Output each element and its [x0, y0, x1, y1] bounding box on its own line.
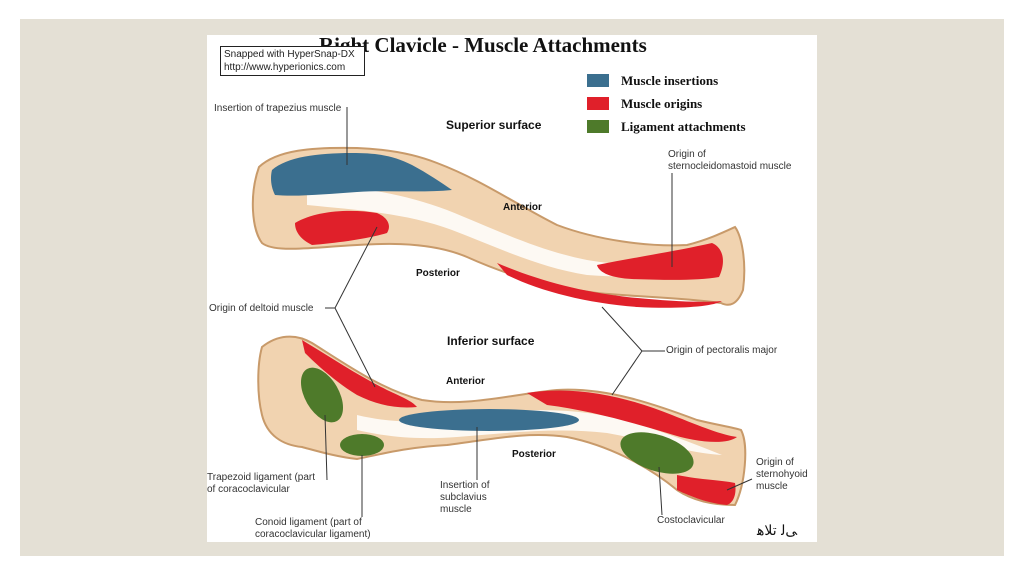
- inferior-sternohyoid-origin: [677, 475, 736, 505]
- legend-swatch-ligaments: [587, 120, 609, 133]
- legend-item-ligaments: Ligament attachments: [587, 115, 746, 138]
- legend-swatch-insertions: [587, 74, 609, 87]
- label-pectoralis-origin: Origin of pectoralis major: [666, 345, 778, 356]
- label-sternohyoid-line-1: Origin of: [756, 457, 794, 468]
- label-trapezoid-ligament: Trapezoid ligament (part of coracoclavic…: [207, 472, 315, 496]
- trapezoid-ligament: [300, 367, 344, 423]
- superior-anterior-label: Anterior: [503, 202, 542, 213]
- inferior-anterior-label: Anterior: [446, 376, 485, 387]
- label-subclavius-line-2: subclavius: [440, 492, 487, 503]
- legend-swatch-origins: [587, 97, 609, 110]
- superior-posterior-label: Posterior: [416, 268, 460, 279]
- inferior-posterior-label: Posterior: [512, 449, 556, 460]
- label-sternohyoid-line-2: sternohyoid: [756, 469, 808, 480]
- legend-item-origins: Muscle origins: [587, 92, 746, 115]
- diagram-title: Right Clavicle - Muscle Attachments: [319, 35, 647, 57]
- legend-label-ligaments: Ligament attachments: [621, 118, 746, 134]
- superior-pectoralis-origin: [497, 263, 722, 308]
- legend: Muscle insertions Muscle origins Ligamen…: [587, 69, 746, 138]
- clavicle-illustration: [251, 107, 753, 517]
- label-conoid-line-1: Conoid ligament (part of: [255, 517, 362, 528]
- label-subclavius-line-1: Insertion of: [440, 480, 490, 491]
- handwritten-signature: ﻰﻟ ﺗﻼﻫ: [757, 523, 798, 539]
- label-scm-line-2: sternocleidomastoid muscle: [668, 161, 792, 172]
- superior-bone-highlight: [307, 185, 707, 277]
- conoid-ligament: [340, 434, 384, 456]
- label-conoid-line-2: coracoclavicular ligament): [255, 529, 371, 540]
- label-deltoid-origin: Origin of deltoid muscle: [209, 303, 314, 314]
- label-trapezius-insertion: Insertion of trapezius muscle: [214, 103, 342, 114]
- label-sternohyoid-line-3: muscle: [756, 481, 788, 492]
- label-subclavius-line-3: muscle: [440, 504, 472, 515]
- label-conoid-ligament: Conoid ligament (part of coracoclavicula…: [255, 517, 371, 541]
- label-trapezoid-line-1: Trapezoid ligament (part: [207, 472, 316, 483]
- legend-label-insertions: Muscle insertions: [621, 72, 719, 88]
- label-trapezoid-line-2: of coracoclavicular: [207, 484, 290, 495]
- label-sternohyoid-origin: Origin of sternohyoid muscle: [756, 457, 808, 493]
- superior-scm-origin: [597, 243, 723, 280]
- label-subclavius-insertion: Insertion of subclavius muscle: [440, 480, 489, 516]
- subclavius-insertion: [399, 409, 579, 431]
- legend-label-origins: Muscle origins: [621, 95, 703, 111]
- legend-item-insertions: Muscle insertions: [587, 69, 746, 92]
- leader-lines: [324, 107, 753, 517]
- watermark-line-2: http://www.hyperionics.com: [224, 62, 346, 73]
- superior-surface-heading: Superior surface: [446, 118, 542, 132]
- label-scm-line-1: Origin of: [668, 149, 706, 160]
- inferior-deltoid-origin: [302, 340, 417, 408]
- watermark-box: Snapped with HyperSnap-DX http://www.hyp…: [220, 46, 365, 76]
- superior-deltoid-origin: [295, 210, 389, 245]
- label-scm-origin: Origin of sternocleidomastoid muscle: [668, 149, 791, 173]
- label-costoclavicular: Costoclavicular: [657, 515, 725, 526]
- watermark-line-1: Snapped with HyperSnap-DX: [224, 49, 355, 60]
- inferior-pectoralis-origin: [527, 390, 737, 442]
- superior-trapezius-insertion: [271, 153, 452, 196]
- costoclavicular-ligament: [620, 432, 694, 474]
- inferior-surface-heading: Inferior surface: [447, 334, 535, 348]
- clavicle-figure: Right Clavicle - Muscle Attachments Snap…: [207, 35, 817, 542]
